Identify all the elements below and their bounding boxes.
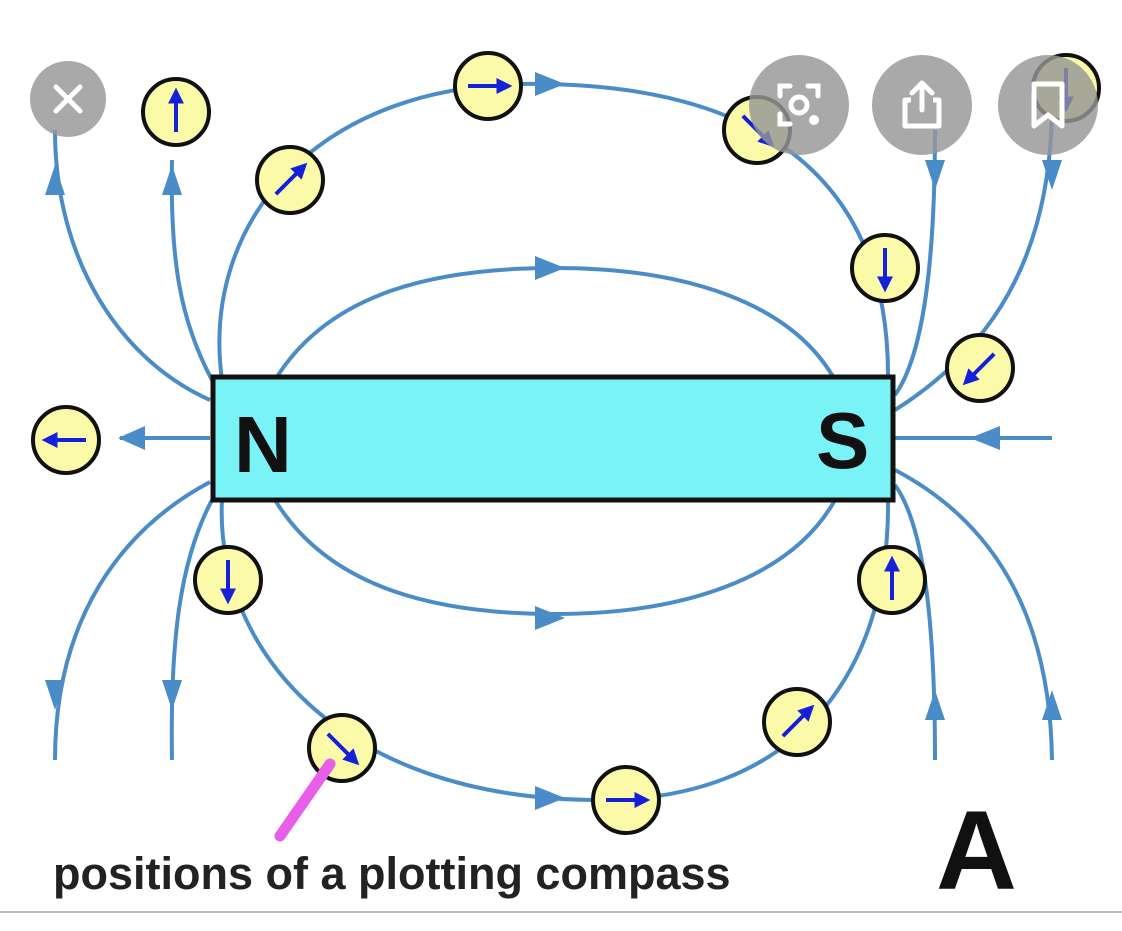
magnet-body [210,374,896,503]
field-line-inner-bottom [273,498,837,617]
arrowhead [925,160,945,190]
arrowhead [162,165,182,195]
field-line-inner-top [273,265,837,382]
arrowhead [535,256,565,280]
field-line-left-3 [53,480,211,761]
share-button[interactable] [872,55,972,155]
field-arrows [45,72,1062,810]
plotting-compass [193,545,263,615]
bar-magnet: N S [210,374,896,503]
arrowhead [1042,160,1062,190]
figure-letter: A [936,788,1017,913]
south-pole-label: S [816,396,869,485]
plotting-compass [31,405,101,475]
pointer-stroke [274,758,336,842]
arrowhead [1042,690,1062,720]
arrowhead [925,690,945,720]
arrowhead [162,680,182,710]
field-line-left-2 [169,159,214,381]
plotting-compass [141,77,211,147]
figure-caption: positions of a plotting compass [53,848,731,899]
bookmark-icon [1031,81,1065,129]
arrowhead [535,786,565,810]
divider [0,911,1122,913]
plotting-compass [255,145,325,215]
arrowhead [45,165,65,195]
arrowhead [970,426,1000,450]
plotting-compass [762,687,832,757]
field-line-right-3 [894,468,1054,761]
field-line-left-1 [53,129,211,402]
plotting-compass [591,765,661,835]
share-icon [902,80,942,129]
close-button[interactable] [30,61,106,137]
arrowhead [118,426,145,450]
plotting-compass [850,233,920,303]
save-button[interactable] [998,55,1098,155]
north-pole-label: N [234,400,292,489]
field-line-left-4 [169,499,214,761]
plotting-compass [945,333,1015,403]
arrowhead [535,606,565,630]
close-icon [53,84,83,114]
arrowhead [45,680,65,710]
plotting-compass [857,545,927,615]
visual-search-button[interactable] [749,55,849,155]
plotting-compass [453,51,523,121]
visual-search-icon [777,83,821,127]
arrowhead [535,72,565,96]
